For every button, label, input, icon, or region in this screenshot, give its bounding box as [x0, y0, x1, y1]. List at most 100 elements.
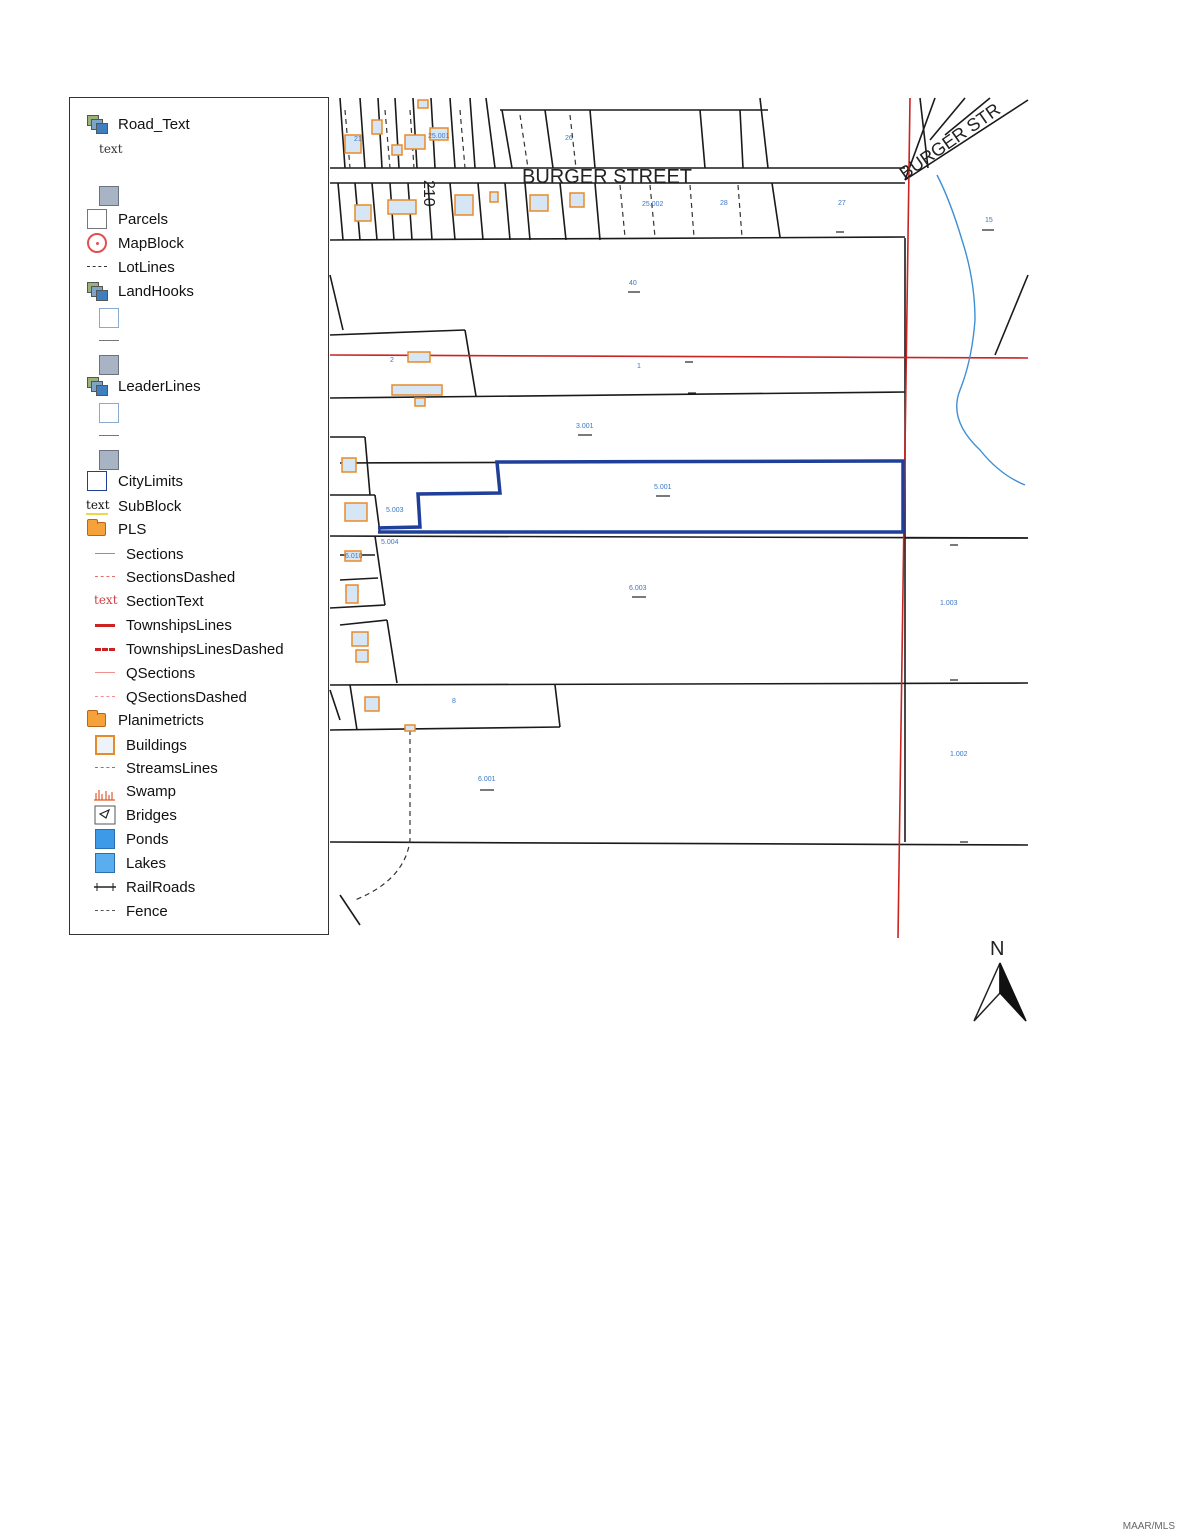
- legend-sections-dashed: SectionsDashed: [92, 566, 235, 588]
- legend-gray-swatch: [84, 185, 119, 207]
- layers-icon: [84, 375, 110, 397]
- red-text-icon: text: [94, 593, 118, 607]
- layers-icon: [84, 113, 110, 135]
- parcel-label: 40: [629, 280, 637, 287]
- legend-pls: PLS: [84, 518, 146, 540]
- parcel-label: 6.010: [345, 553, 363, 560]
- legend-label: SubBlock: [118, 497, 182, 515]
- north-arrow: N: [970, 938, 1030, 1028]
- legend-label: Ponds: [126, 830, 169, 848]
- legend-label: StreamsLines: [126, 759, 218, 777]
- legend-label: Planimetricts: [118, 711, 204, 729]
- parcel-label: 25.001: [428, 133, 450, 140]
- parcel-label: 1.003: [940, 600, 958, 607]
- gray-line-icon: [84, 330, 119, 352]
- legend-streamslines: StreamsLines: [92, 757, 218, 779]
- red-thick-icon: [92, 614, 118, 636]
- building-box-icon: [92, 734, 118, 756]
- parcel-label: 28: [720, 200, 728, 207]
- mapblock-icon: [84, 232, 110, 254]
- parcel-label: 6.001: [478, 776, 496, 783]
- legend-lakes: Lakes: [92, 852, 166, 874]
- swamp-icon: [92, 780, 118, 802]
- railroad-line-icon: [92, 876, 118, 898]
- legend-planimetricts: Planimetricts: [84, 709, 204, 731]
- parcel-label: 15: [985, 217, 993, 224]
- parcel-label: 26: [565, 135, 573, 142]
- legend-label: CityLimits: [118, 472, 184, 490]
- gray-swatch-icon: [84, 354, 119, 376]
- legend-label: PLS: [118, 520, 147, 538]
- legend-label: TownshipsLinesDashed: [126, 640, 284, 658]
- red-dashed-icon: [92, 566, 118, 588]
- legend-fence: Fence: [92, 900, 168, 922]
- folder-icon: [84, 709, 110, 731]
- parcel-label: 5.003: [386, 507, 404, 514]
- parcel-label: 25.002: [642, 201, 664, 208]
- parcel-label: 2: [390, 357, 394, 364]
- legend-label: QSections: [126, 664, 196, 682]
- legend-light-box: [84, 307, 119, 329]
- map-legend: Road_Text text Parcels MapBlock LotLines…: [69, 97, 329, 935]
- legend-swamp: Swamp: [92, 780, 176, 802]
- street-label: BURGER STREET: [522, 166, 692, 188]
- legend-railroads: RailRoads: [92, 876, 195, 898]
- legend-leaderlines: LeaderLines: [84, 375, 201, 397]
- legend-buildings: Buildings: [92, 734, 187, 756]
- legend-label: QSectionsDashed: [126, 688, 247, 706]
- section-lines: [329, 97, 1029, 939]
- legend-label: LotLines: [118, 258, 175, 276]
- folder-icon: [84, 518, 110, 540]
- legend-label: Sections: [126, 545, 184, 563]
- road-number: 210: [420, 180, 437, 207]
- lot-lines-dashed: [344, 109, 743, 901]
- legend-label: Parcels: [118, 210, 169, 228]
- legend-label: Fence: [126, 902, 168, 920]
- legend-label: LandHooks: [118, 282, 194, 300]
- legend-parcels: Parcels: [84, 208, 168, 230]
- street-label-diag: BURGER STR: [896, 99, 1004, 183]
- pond-box-icon: [92, 828, 118, 850]
- stream-line-icon: [92, 757, 118, 779]
- gray-swatch-icon: [84, 449, 119, 471]
- fence-line-icon: [92, 900, 118, 922]
- text-sample-icon: text: [99, 142, 123, 156]
- legend-label: MapBlock: [118, 234, 184, 252]
- legend-gray-line: [84, 425, 119, 447]
- parcel-label: 5.004: [381, 539, 399, 546]
- gray-swatch-icon: [84, 185, 119, 207]
- light-box-icon: [84, 402, 119, 424]
- label-ticks: [480, 229, 994, 843]
- bridge-icon: [92, 804, 118, 826]
- text-sample-icon: text: [84, 495, 110, 517]
- legend-landhooks: LandHooks: [84, 280, 194, 302]
- legend-text-sample: text: [84, 139, 130, 161]
- legend-townshipslines: TownshipsLines: [92, 614, 232, 636]
- legend-gray-line: [84, 330, 119, 352]
- lake-box-icon: [92, 852, 118, 874]
- legend-label: RailRoads: [126, 878, 196, 896]
- parcel-label: 5.001: [654, 484, 672, 491]
- credit-text: MAAR/MLS: [1122, 1521, 1175, 1532]
- parcel-label: 1: [637, 363, 641, 370]
- legend-sections: Sections: [92, 543, 184, 565]
- parcel-label: 21: [354, 136, 362, 143]
- legend-qsections: QSections: [92, 662, 195, 684]
- parcel-label: 8: [452, 698, 456, 705]
- light-box-icon: [84, 307, 119, 329]
- legend-sectiontext: text SectionText: [92, 590, 204, 612]
- pink-dashed-icon: [92, 686, 118, 708]
- layers-icon: [84, 280, 110, 302]
- parcel-box-icon: [84, 208, 110, 230]
- red-line-icon: [92, 543, 118, 565]
- legend-label: Buildings: [126, 736, 187, 754]
- legend-ponds: Ponds: [92, 828, 169, 850]
- legend-label: TownshipsLines: [126, 616, 232, 634]
- parcel-label: 1.002: [950, 751, 968, 758]
- legend-label: Road_Text: [118, 115, 190, 133]
- parcel-lines: [329, 97, 1029, 926]
- legend-road-text: Road_Text: [84, 113, 190, 135]
- legend-label: Lakes: [126, 854, 167, 872]
- north-arrow-icon: [973, 962, 1027, 1022]
